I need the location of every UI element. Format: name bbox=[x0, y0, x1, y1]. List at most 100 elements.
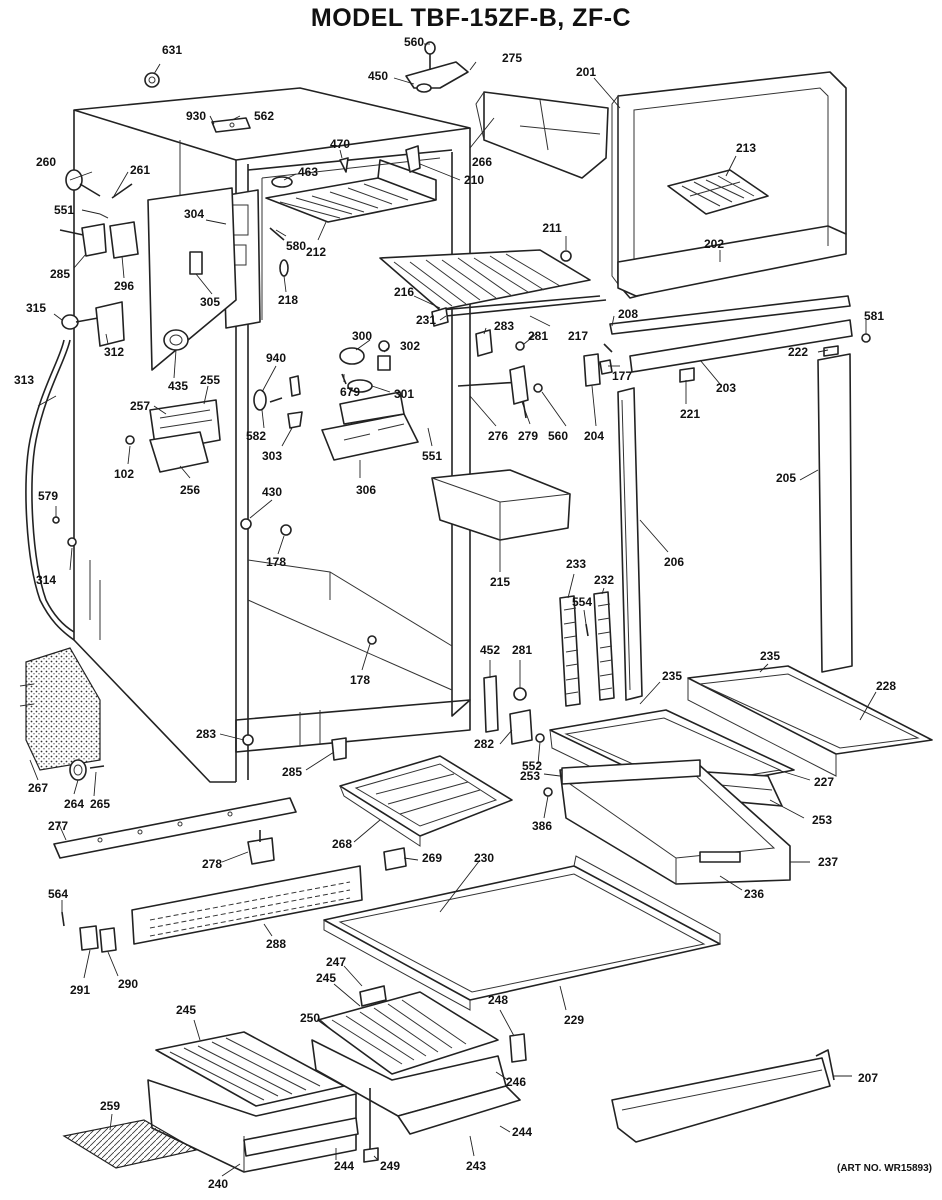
plug-211 bbox=[560, 250, 572, 262]
callout-562: 562 bbox=[254, 109, 274, 123]
switch-940 bbox=[253, 375, 303, 429]
callout-306: 306 bbox=[356, 483, 376, 497]
callout-245-a: 245 bbox=[176, 1003, 196, 1017]
callout-278: 278 bbox=[202, 857, 222, 871]
callout-256: 256 bbox=[180, 483, 200, 497]
callout-211: 211 bbox=[542, 221, 562, 235]
callout-285-a: 285 bbox=[50, 267, 70, 281]
callout-218: 218 bbox=[278, 293, 298, 307]
callout-230: 230 bbox=[474, 851, 494, 865]
light-housing-255 bbox=[149, 399, 221, 473]
callout-579: 579 bbox=[38, 489, 58, 503]
callout-237: 237 bbox=[818, 855, 838, 869]
shelf-support-233 bbox=[559, 595, 581, 707]
bottom-rail-277 bbox=[53, 797, 297, 859]
callout-580: 580 bbox=[286, 239, 306, 253]
callout-201: 201 bbox=[576, 65, 596, 79]
callout-212: 212 bbox=[306, 245, 326, 259]
breaker-strip-203 bbox=[629, 319, 853, 373]
callout-304: 304 bbox=[184, 207, 204, 221]
screw-581 bbox=[861, 333, 871, 343]
callout-255: 255 bbox=[200, 373, 220, 387]
drawer-268 bbox=[339, 755, 513, 847]
callout-305: 305 bbox=[200, 295, 220, 309]
leader-lines bbox=[29, 43, 877, 1177]
art-number: (ART NO. WR15893) bbox=[836, 1163, 932, 1174]
callout-236: 236 bbox=[744, 887, 764, 901]
callout-227: 227 bbox=[814, 775, 834, 789]
tube-313 bbox=[25, 301, 125, 641]
callout-102: 102 bbox=[114, 467, 134, 481]
callout-283-a: 283 bbox=[494, 319, 514, 333]
clip-221 bbox=[679, 367, 695, 383]
callout-283-b: 283 bbox=[196, 727, 216, 741]
grille-288 bbox=[131, 865, 363, 945]
roller-264 bbox=[69, 759, 105, 781]
callout-178-a: 178 bbox=[266, 555, 286, 569]
callout-253-b: 253 bbox=[812, 813, 832, 827]
clip-285 bbox=[331, 737, 347, 761]
thermostat-knob-435 bbox=[163, 329, 189, 351]
callout-269: 269 bbox=[422, 851, 442, 865]
callout-210: 210 bbox=[464, 173, 484, 187]
bracket-452 bbox=[483, 675, 545, 745]
glass-shelf-229 bbox=[323, 855, 721, 1011]
callout-248: 248 bbox=[488, 993, 508, 1007]
center-hinge-276 bbox=[431, 307, 543, 419]
callout-202: 202 bbox=[704, 237, 724, 251]
callout-281-b: 281 bbox=[512, 643, 532, 657]
callout-288: 288 bbox=[266, 937, 286, 951]
callout-285-b: 285 bbox=[282, 765, 302, 779]
callout-217: 217 bbox=[568, 329, 588, 343]
filter-259 bbox=[62, 1119, 198, 1169]
callout-labels: 631 560 275 450 201 930 562 470 266 260 … bbox=[14, 35, 896, 1191]
fastener-430 bbox=[240, 518, 252, 530]
fastener-178-a bbox=[280, 524, 292, 536]
top-bracket-930 bbox=[211, 117, 251, 133]
callout-302: 302 bbox=[400, 339, 420, 353]
shelf-216 bbox=[379, 249, 607, 317]
callout-178-b: 178 bbox=[350, 673, 370, 687]
callout-246: 246 bbox=[506, 1075, 526, 1089]
callout-205: 205 bbox=[776, 471, 796, 485]
fastener-314 bbox=[67, 537, 77, 547]
callout-203: 203 bbox=[716, 381, 736, 395]
small-bracket-290 bbox=[61, 911, 117, 953]
shelf-support-232 bbox=[593, 591, 615, 701]
callout-430: 430 bbox=[262, 485, 282, 499]
callout-564: 564 bbox=[48, 887, 68, 901]
callout-250: 250 bbox=[300, 1011, 320, 1025]
fastener-102 bbox=[125, 435, 135, 445]
callout-265: 265 bbox=[90, 797, 110, 811]
callout-240: 240 bbox=[208, 1177, 228, 1191]
callout-259: 259 bbox=[100, 1099, 120, 1113]
crisper-drawer-236 bbox=[559, 759, 791, 885]
fastener-283 bbox=[242, 734, 254, 746]
callout-257: 257 bbox=[130, 399, 150, 413]
callout-235-b: 235 bbox=[760, 649, 780, 663]
callout-282: 282 bbox=[474, 737, 494, 751]
callout-631: 631 bbox=[162, 43, 182, 57]
callout-300: 300 bbox=[352, 329, 372, 343]
callout-314: 314 bbox=[36, 573, 56, 587]
fastener-463 bbox=[271, 157, 349, 188]
callout-206: 206 bbox=[664, 555, 684, 569]
air-duct-306 bbox=[321, 391, 419, 461]
callout-312: 312 bbox=[104, 345, 124, 359]
callout-281-a: 281 bbox=[528, 329, 548, 343]
callout-208: 208 bbox=[618, 307, 638, 321]
callout-276: 276 bbox=[488, 429, 508, 443]
callout-581: 581 bbox=[864, 309, 884, 323]
hinge-204 bbox=[583, 343, 613, 387]
callout-244-a: 244 bbox=[334, 1159, 354, 1173]
callout-435: 435 bbox=[168, 379, 188, 393]
callout-213: 213 bbox=[736, 141, 756, 155]
callout-679: 679 bbox=[340, 385, 360, 399]
callout-551-b: 551 bbox=[422, 449, 442, 463]
ice-bin-266 bbox=[475, 91, 609, 179]
callout-267: 267 bbox=[28, 781, 48, 795]
callout-554: 554 bbox=[572, 595, 592, 609]
control-panel-304 bbox=[147, 187, 261, 371]
